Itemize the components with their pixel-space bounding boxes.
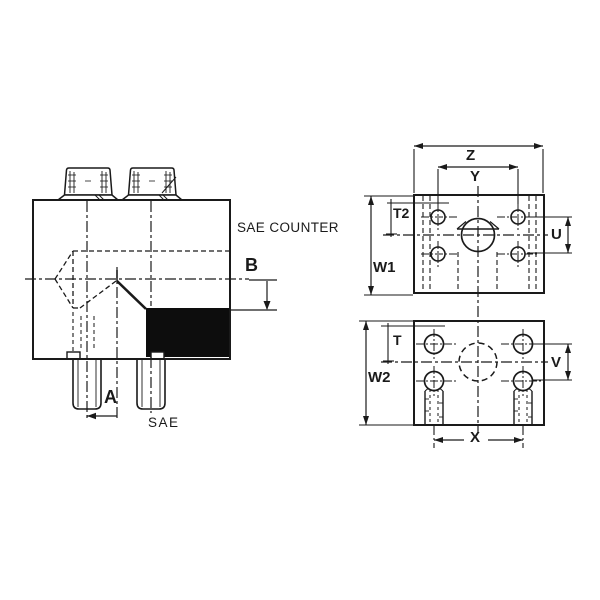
dim-label-y: Y [470,168,481,185]
sae-counter-caption: SAE COUNTER [237,220,339,235]
solid-section-region [146,308,230,357]
dim-label-v: V [551,354,562,371]
dim-label-a: A [104,387,117,407]
dim-label-w2: W2 [368,369,391,386]
bottom-face-geometry [359,320,572,448]
dim-label-t: T [393,332,402,348]
dim-label-x: X [470,429,481,446]
dim-label-u: U [551,226,562,243]
dim-label-t2: T2 [393,205,410,221]
dim-label-b: B [245,255,258,275]
dim-label-w1: W1 [373,259,396,276]
dim-label-z: Z [466,147,476,164]
sae-caption: SAE [148,415,180,430]
side-view-geometry [25,167,277,420]
top-face-geometry [364,143,572,296]
